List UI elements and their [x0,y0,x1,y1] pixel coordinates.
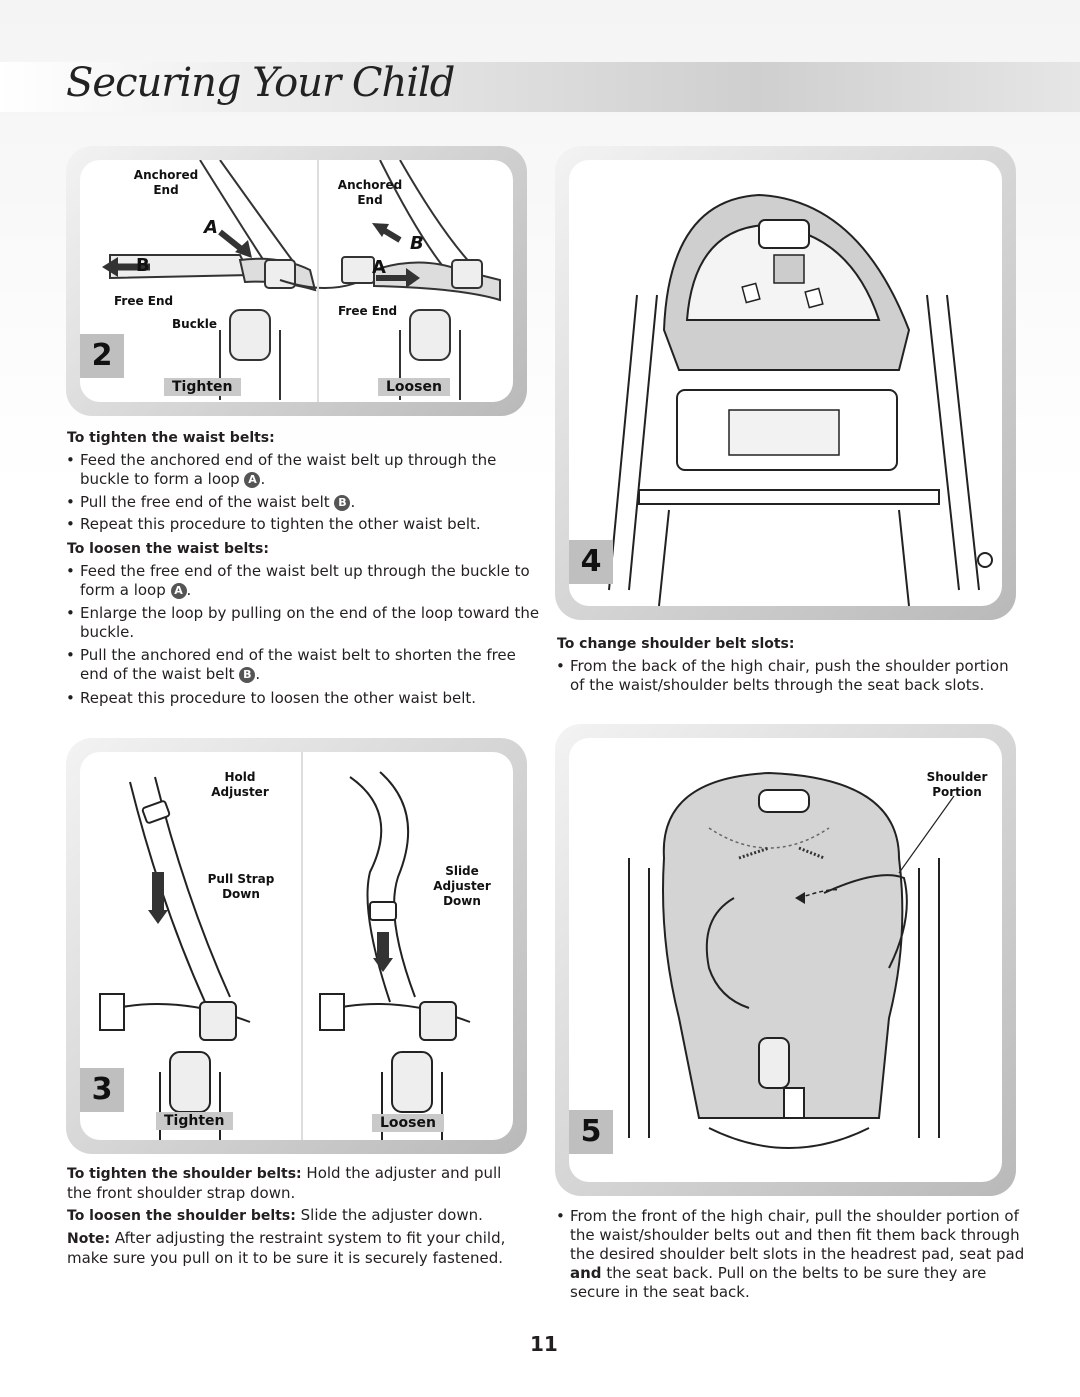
loosen-waist-bullet-3-text: Pull the anchored end of the waist belt … [80,646,516,683]
note-text: Note: After adjusting the restraint syst… [67,1229,527,1268]
high-chair-front-illustration [628,771,955,1149]
label-b-left: B [136,255,150,276]
tighten-waist-bullet-1: Feed the anchored end of the waist belt … [66,451,540,489]
label-hold-adjuster: Hold Adjuster [211,770,269,799]
loosen-waist-bullet-2: Enlarge the loop by pulling on the end o… [66,604,540,642]
label-slide-adjuster-down: Slide Adjuster Down [433,864,491,908]
page-number: 11 [530,1332,558,1356]
step5-panel: Shoulder Portion 5 [555,724,1016,1196]
step4-illustration [569,160,1002,606]
label-pull-strap-down: Pull Strap Down [207,872,275,901]
note-label: Note: [67,1231,111,1247]
note-body: After adjusting the restraint system to … [67,1229,506,1267]
change-slots-bullet: From the back of the high chair, push th… [556,657,1022,695]
loosen-shoulder-text: To loosen the shoulder belts: Slide the … [67,1206,527,1226]
label-anchored-end-left: Anchored End [133,168,199,197]
loosen-waist-heading: To loosen the waist belts: [67,541,269,557]
loosen-waist-bullet-3: Pull the anchored end of the waist belt … [66,646,540,684]
tighten-tab: Tighten [164,378,241,396]
label-anchored-end-right: Anchored End [337,178,403,207]
marker-a: A [170,583,187,599]
label-shoulder-portion: Shoulder Portion [926,770,988,799]
loosen-shoulder-body: Slide the adjuster down. [300,1206,483,1224]
step4-panel: 4 [555,146,1016,620]
tighten-shoulder-text: To tighten the shoulder belts: Hold the … [67,1164,527,1203]
marker-a: A [244,472,261,488]
label-free-end-right: Free End [338,304,398,318]
tighten-shoulder-heading: To tighten the shoulder belts: [67,1166,302,1182]
label-buckle: Buckle [172,317,218,331]
change-slots-heading: To change shoulder belt slots: [557,636,795,652]
label-free-end-left: Free End [114,294,174,308]
marker-b: B [239,667,256,683]
waist-belt-illustration [102,160,501,402]
tighten-waist-bullet-2-text: Pull the free end of the waist belt [80,493,330,511]
front-shoulder-bullet: From the front of the high chair, pull t… [556,1207,1028,1302]
step3-panel: Hold Adjuster Pull Strap Down Slide Adju… [66,738,527,1154]
front-shoulder-bullet-and: and [570,1264,602,1282]
tighten-waist-bullet-1-text: Feed the anchored end of the waist belt … [80,451,497,488]
title-band [0,62,1080,112]
loosen-tab: Loosen [372,1114,444,1132]
high-chair-back-illustration [608,193,993,606]
page-title: Securing Your Child [66,60,455,106]
tighten-waist-heading: To tighten the waist belts: [67,430,275,446]
label-a-left: A [204,217,218,238]
loosen-waist-bullet-1: Feed the free end of the waist belt up t… [66,562,544,600]
step-number-5: 5 [569,1110,613,1154]
marker-b: B [334,495,351,511]
step-number-4: 4 [569,540,613,584]
label-a-right: A [372,257,386,278]
tighten-waist-bullet-3: Repeat this procedure to tighten the oth… [66,515,540,534]
step2-illustration: Anchored End A B Free End Buckle Anchore… [80,160,513,402]
loosen-shoulder-heading: To loosen the shoulder belts: [67,1208,296,1224]
tighten-waist-bullet-2: Pull the free end of the waist belt B. [66,493,540,512]
loosen-waist-bullet-4: Repeat this procedure to loosen the othe… [66,689,540,708]
front-shoulder-bullet-text-1: From the front of the high chair, pull t… [570,1207,1025,1263]
front-shoulder-bullet-text-2: the seat back. Pull on the belts to be s… [570,1264,987,1301]
step5-illustration: Shoulder Portion [569,738,1002,1182]
loosen-tab: Loosen [378,378,450,396]
shoulder-belt-illustration [99,752,471,1140]
step2-panel: Anchored End A B Free End Buckle Anchore… [66,146,527,416]
label-b-right: B [410,233,424,254]
loosen-waist-bullet-1-text: Feed the free end of the waist belt up t… [80,562,530,599]
tighten-tab: Tighten [156,1112,233,1130]
step-number-3: 3 [80,1068,124,1112]
step-number-2: 2 [80,334,124,378]
tighten-shoulder-body: Hold the adjuster and pull the front sho… [67,1164,502,1202]
step3-illustration: Hold Adjuster Pull Strap Down Slide Adju… [80,752,513,1140]
